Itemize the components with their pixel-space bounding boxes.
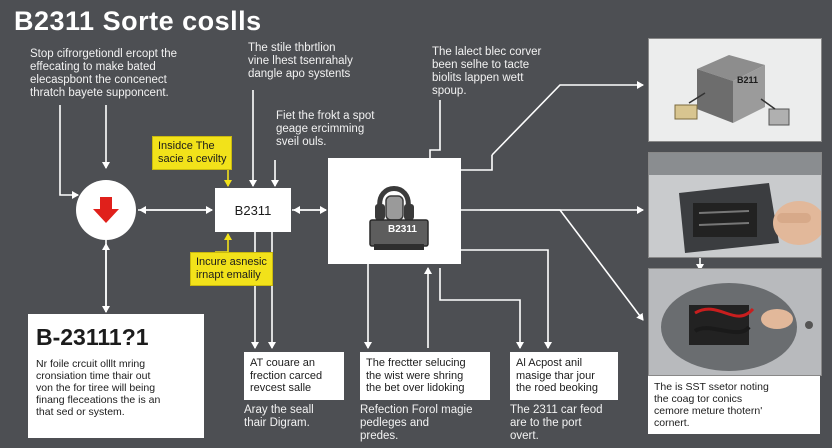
caption-1-note: Aray the seall thair Digram. bbox=[244, 404, 314, 429]
install-photo bbox=[648, 152, 822, 258]
wiring-photo bbox=[648, 268, 822, 376]
yellow-label-top: Insidce The sacie a cevilty bbox=[152, 136, 233, 170]
b2311-code-label: B2311 bbox=[234, 202, 272, 218]
yellow-label-bottom: Incure asnesic irnapt emalily bbox=[190, 252, 273, 286]
top-right-note: The lalect blec corver been selhe to tac… bbox=[432, 46, 542, 97]
code-title: B-23111?1 bbox=[36, 324, 149, 350]
top-left-note: Stop cifrorgetiondl ercopt the effecatin… bbox=[30, 48, 178, 99]
mid-center-note: Fiet the frokt a spot geage ercimming sv… bbox=[276, 110, 375, 148]
down-arrow-icon bbox=[93, 197, 119, 223]
device-label: B2311 bbox=[388, 224, 417, 235]
module-photo-label: B211 bbox=[737, 75, 759, 85]
code-description: Nr foile crcuit olllt mring cronsiation … bbox=[36, 358, 161, 418]
alert-circle bbox=[76, 180, 136, 240]
caption-2: The frectter selucing the wist were shri… bbox=[360, 352, 490, 400]
b2311-code-box: B2311 bbox=[215, 188, 291, 232]
page-title: B2311 Sorte coslls bbox=[14, 6, 262, 36]
caption-2-note: Refection Forol magie pedleges and prede… bbox=[360, 404, 473, 442]
caption-1: AT couare an frection carced revcest sal… bbox=[244, 352, 344, 400]
caption-3: Al Acpost anil masige thar jour the roed… bbox=[510, 352, 618, 400]
headset-icon bbox=[369, 186, 429, 250]
code-detail-box: B-23111?1 Nr foile crcuit olllt mring cr… bbox=[28, 314, 204, 438]
wiring-photo-caption: The is SST ssetor noting the coag tor co… bbox=[648, 376, 820, 434]
top-center-note: The stile thbrtlion vine lhest tsenrahal… bbox=[248, 42, 353, 80]
caption-3-note: The 2311 car feod are to the port overt. bbox=[510, 404, 603, 442]
device-box: B2311 bbox=[328, 158, 461, 264]
module-photo: B211 bbox=[648, 38, 822, 142]
